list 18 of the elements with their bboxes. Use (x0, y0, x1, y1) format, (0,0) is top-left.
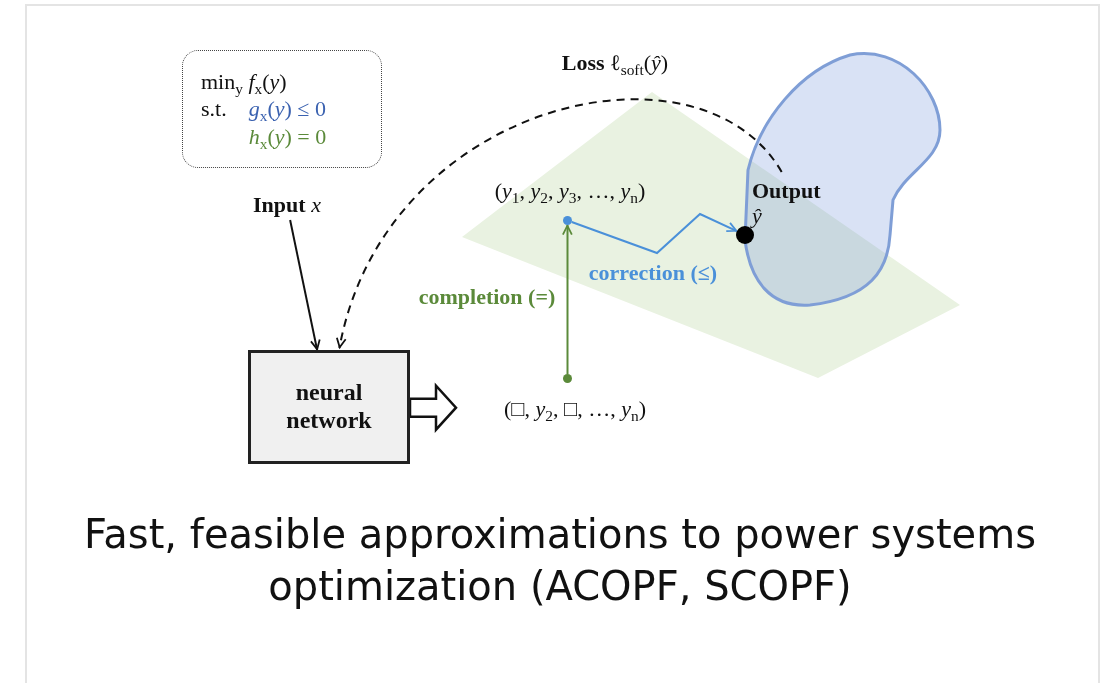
process-box (248, 350, 410, 464)
text-label: Output (752, 177, 821, 203)
edge-label: completion (=) (417, 283, 557, 311)
edge-label: Loss ℓ$_{soft}$(ŷ) (560, 49, 670, 79)
text-label: Input x (253, 192, 321, 218)
text-label: ŷ (752, 203, 762, 229)
formula-text: h$_{x}$(y) = 0 (248, 123, 327, 149)
formula-text: s.t. (201, 96, 227, 122)
point-marker (563, 374, 572, 383)
formula-text: g$_{x}$(y) ≤ 0 (248, 96, 326, 122)
point-marker (563, 216, 572, 225)
text-label: (□, y$_{2}$, □, …, y$_{n}$) (503, 396, 647, 422)
text-label: (y$_{1}$, y$_{2}$, y$_{3}$, …, y$_{n}$) (494, 178, 646, 204)
edge-label: correction (≤) (588, 259, 718, 287)
node-label: neural network (285, 379, 373, 435)
hollow-arrow (408, 382, 458, 433)
formula-text: min$_{y}$ f$_{x}$(y) (201, 69, 287, 95)
caption: Fast, feasible approximations to power systems optimization (ACOPF, SCOPF) (83, 510, 1037, 611)
